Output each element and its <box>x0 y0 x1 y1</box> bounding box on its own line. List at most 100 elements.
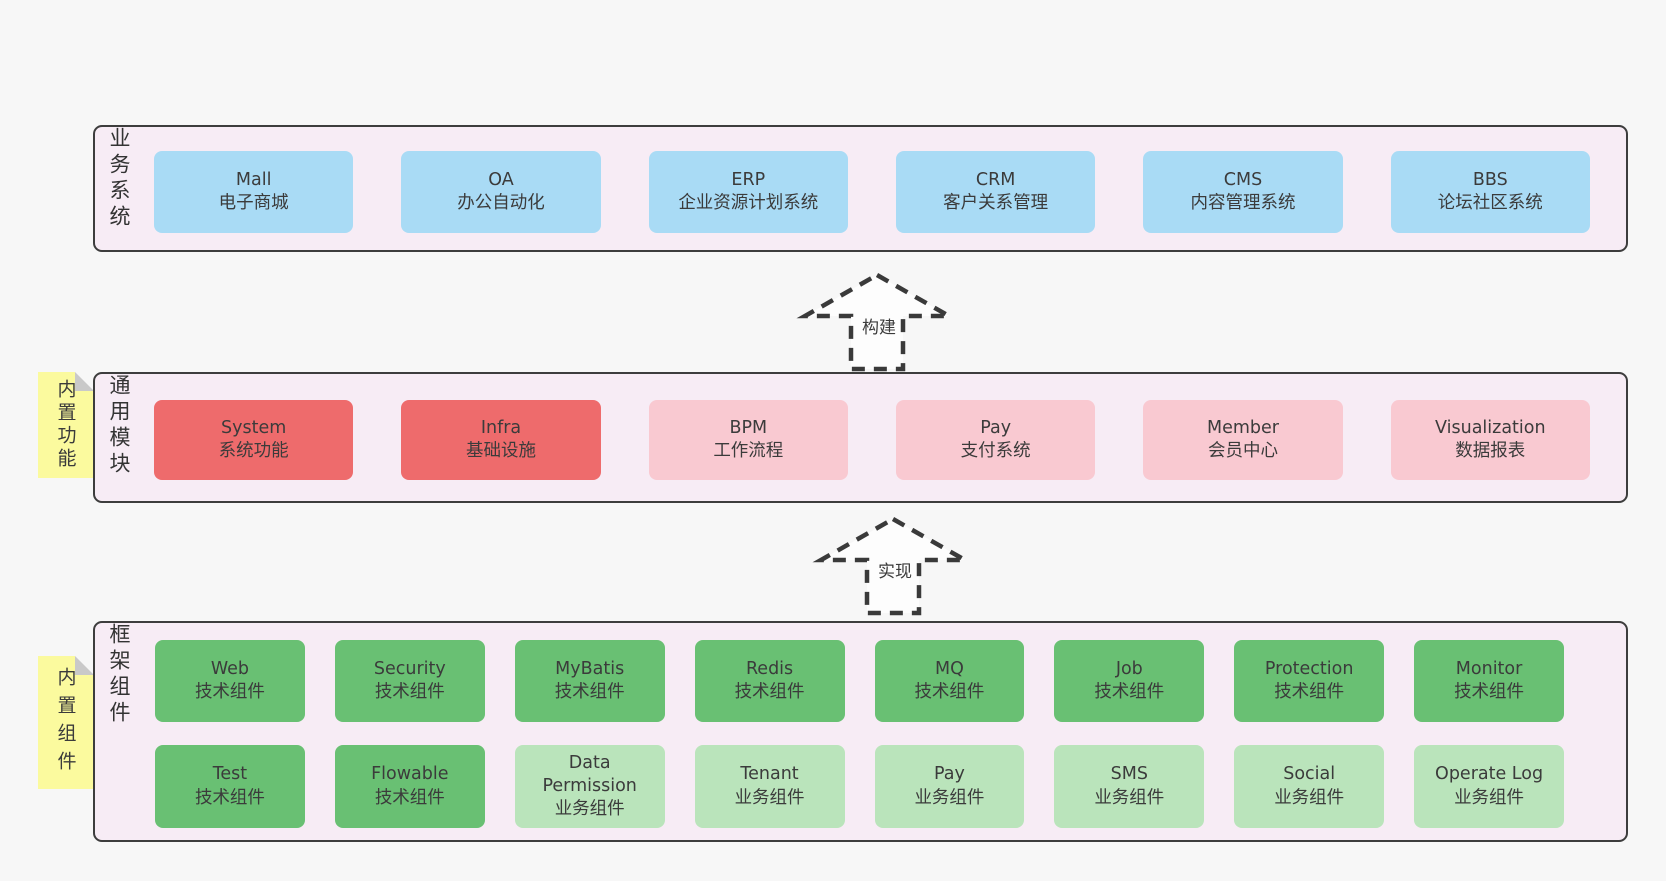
box-test: Test 技术组件 <box>155 745 305 828</box>
box-name: OA <box>488 169 514 190</box>
box-name: Security <box>373 658 446 679</box>
box-web: Web 技术组件 <box>155 640 305 722</box>
box-subtitle: 业务组件 <box>554 799 625 820</box>
box-crm: CRM 客户关系管理 <box>895 151 1096 233</box>
box-subtitle: 技术组件 <box>374 787 445 808</box>
box-mall: Mall 电子商城 <box>154 151 354 233</box>
box-subtitle: 业务组件 <box>914 787 985 808</box>
box-name: Pay <box>980 417 1012 438</box>
box-mq: MQ 技术组件 <box>874 640 1025 722</box>
box-name: BPM <box>729 417 768 438</box>
box-bpm: BPM 工作流程 <box>648 400 848 480</box>
box-subtitle: 办公自动化 <box>457 193 545 213</box>
box-redis: Redis 技术组件 <box>694 640 845 722</box>
box-subtitle: 电子商城 <box>218 193 289 213</box>
box-flowable: Flowable 技术组件 <box>334 745 485 828</box>
box-subtitle: 技术组件 <box>194 787 265 808</box>
box-name: Pay <box>934 764 965 785</box>
box-subtitle: 技术组件 <box>914 682 985 702</box>
box-pay-system: Pay 支付系统 <box>895 400 1096 480</box>
box-subtitle: 支付系统 <box>960 441 1031 461</box>
build-arrow: 构建 <box>789 269 969 374</box>
business-systems-row: Mall 电子商城 OA 办公自动化 ERP 企业资源计划系统 CRM 客户关系… <box>154 151 1590 233</box>
box-visualization: Visualization 数据报表 <box>1390 400 1590 480</box>
sticky-note-text: 内置组件 <box>54 666 77 779</box>
box-name: MQ <box>935 658 964 679</box>
box-name: MyBatis <box>555 658 625 679</box>
box-name: BBS <box>1472 169 1508 190</box>
box-subtitle: 业务组件 <box>1274 787 1345 808</box>
box-protection: Protection 技术组件 <box>1234 640 1385 722</box>
box-name: Operate Log <box>1435 764 1544 785</box>
box-name: Visualization <box>1435 417 1546 438</box>
box-monitor: Monitor 技术组件 <box>1414 640 1564 722</box>
box-subtitle: 技术组件 <box>554 682 625 702</box>
section-business-systems: 业务系统 Mall 电子商城 OA 办公自动化 ERP 企业资源计划系统 CRM… <box>93 125 1628 252</box>
box-subtitle: 企业资源计划系统 <box>678 193 819 213</box>
section-label-framework-components: 框架组件 <box>107 623 131 727</box>
box-name: Test <box>212 764 248 785</box>
box-name: Infra <box>480 417 522 438</box>
common-modules-row: System 系统功能 Infra 基础设施 BPM 工作流程 Pay 支付系统… <box>154 400 1590 480</box>
box-subtitle: 论坛社区系统 <box>1437 193 1543 213</box>
implement-arrow: 实现 <box>805 513 985 618</box>
box-cms: CMS 内容管理系统 <box>1143 151 1343 233</box>
box-subtitle: 客户关系管理 <box>943 193 1049 213</box>
box-security: Security 技术组件 <box>334 640 485 722</box>
box-data-permission: Data Permission 业务组件 <box>514 745 665 828</box>
box-tenant: Tenant 业务组件 <box>694 745 845 828</box>
sticky-note-text: 内置功能 <box>54 379 77 471</box>
sticky-note-built-in-components: 内置组件 <box>38 656 94 789</box>
box-operate-log: Operate Log 业务组件 <box>1414 745 1564 828</box>
box-name: Flowable <box>371 764 449 785</box>
box-oa: OA 办公自动化 <box>401 151 601 233</box>
box-name: Tenant <box>740 764 799 785</box>
box-subtitle: 技术组件 <box>1274 682 1345 702</box>
box-name: Data Permission <box>542 752 637 796</box>
box-erp: ERP 企业资源计划系统 <box>648 151 848 233</box>
box-infra: Infra 基础设施 <box>401 400 601 480</box>
box-subtitle: 会员中心 <box>1207 441 1278 461</box>
box-bbs: BBS 论坛社区系统 <box>1390 151 1590 233</box>
box-subtitle: 技术组件 <box>194 682 265 702</box>
box-subtitle: 技术组件 <box>374 682 445 702</box>
box-system: System 系统功能 <box>154 400 354 480</box>
box-name: Web <box>210 658 250 679</box>
box-subtitle: 业务组件 <box>734 787 805 808</box>
box-subtitle: 技术组件 <box>1454 682 1525 702</box>
box-name: SMS <box>1110 764 1148 785</box>
box-member: Member 会员中心 <box>1143 400 1343 480</box>
box-subtitle: 业务组件 <box>1454 787 1525 808</box>
build-arrow-label: 构建 <box>859 313 899 338</box>
box-subtitle: 内容管理系统 <box>1190 193 1296 213</box>
box-job: Job 技术组件 <box>1054 640 1205 722</box>
box-subtitle: 系统功能 <box>218 441 289 461</box>
section-common-modules: 通用模块 System 系统功能 Infra 基础设施 BPM 工作流程 Pay… <box>93 372 1628 503</box>
box-subtitle: 基础设施 <box>465 441 536 461</box>
box-name: Protection <box>1264 658 1354 679</box>
box-name: ERP <box>731 169 766 190</box>
box-pay-component: Pay 业务组件 <box>874 745 1025 828</box>
box-name: Mall <box>235 169 272 190</box>
box-subtitle: 数据报表 <box>1455 441 1526 461</box>
box-subtitle: 业务组件 <box>1094 787 1165 808</box>
box-name: System <box>221 417 287 438</box>
box-name: Monitor <box>1455 658 1523 679</box>
framework-components-row-2: Test 技术组件 Flowable 技术组件 Data Permission … <box>155 745 1564 828</box>
sticky-note-built-in-features: 内置功能 <box>38 372 94 478</box>
section-framework-components: 框架组件 Web 技术组件 Security 技术组件 MyBatis 技术组件… <box>93 621 1628 842</box>
box-name: Job <box>1115 658 1143 679</box>
box-name: CRM <box>975 169 1016 190</box>
box-sms: SMS 业务组件 <box>1054 745 1205 828</box>
section-label-common-modules: 通用模块 <box>107 374 131 478</box>
box-subtitle: 技术组件 <box>734 682 805 702</box>
box-name: Member <box>1206 417 1279 438</box>
box-subtitle: 工作流程 <box>713 441 784 461</box>
box-name: Social <box>1283 764 1336 785</box>
implement-arrow-label: 实现 <box>875 557 915 582</box>
box-subtitle: 技术组件 <box>1094 682 1165 702</box>
box-name: CMS <box>1223 169 1263 190</box>
box-mybatis: MyBatis 技术组件 <box>514 640 665 722</box>
section-label-business-systems: 业务系统 <box>107 127 131 231</box>
